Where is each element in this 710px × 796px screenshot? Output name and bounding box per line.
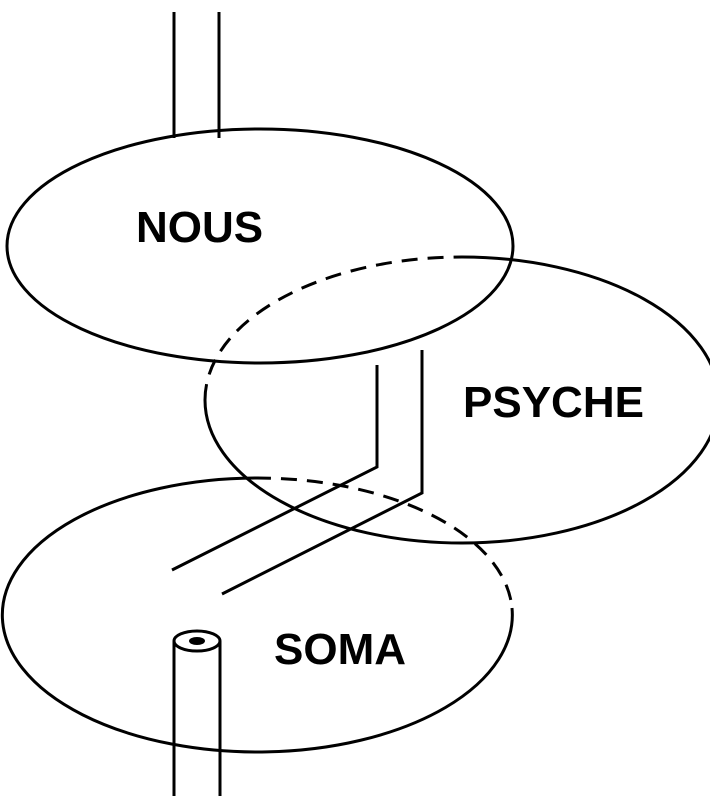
- connector-line-right: [221, 350, 424, 596]
- psyche-label: PSYCHE: [463, 378, 644, 427]
- soma-label: SOMA: [274, 625, 406, 674]
- psyche-ellipse: [203, 255, 710, 545]
- nous-ellipse: [5, 127, 515, 365]
- nous-input-lines: [172, 12, 221, 138]
- soma-ellipse-solid-arc: [0, 476, 514, 754]
- psyche-ellipse-dashed-arc: [203, 255, 463, 401]
- nous-label: NOUS: [136, 203, 263, 252]
- cylinder-hole: [189, 637, 205, 645]
- psyche-soma-connectors: [171, 350, 424, 596]
- soma-ellipse-dashed-arc: [254, 476, 514, 609]
- psyche-ellipse-solid-arc: [203, 255, 710, 545]
- soma-cylinder: [172, 629, 222, 796]
- soma-ellipse: [0, 476, 514, 754]
- connector-line-left: [171, 365, 379, 572]
